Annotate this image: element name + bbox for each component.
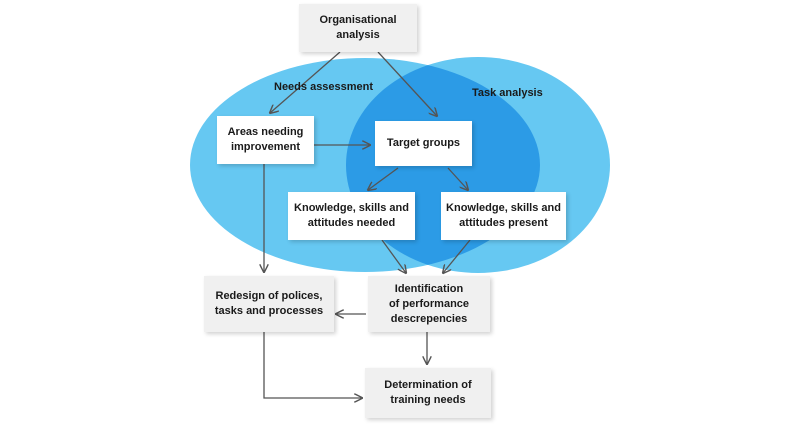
redesign-box: Redesign of polices, tasks and processes [204,276,334,332]
ksa-needed-box: Knowledge, skills and attitudes needed [288,192,415,240]
arrow-org-to-areas [270,51,341,113]
target-groups-box: Target groups [375,121,472,166]
arrow-target-to-ksa-present [447,167,468,190]
organisational-analysis-box: Organisational analysis [299,4,417,52]
task-analysis-label: Task analysis [472,87,543,99]
arrow-redesign-to-determination [263,332,362,398]
arrow-ksa-present-to-identification [443,239,471,273]
areas-needing-improvement-box: Areas needing improvement [217,116,314,164]
needs-assessment-label: Needs assessment [274,81,374,93]
determination-box: Determination of training needs [365,368,491,418]
identification-box: Identification of performance descrepenc… [368,276,490,332]
ksa-present-box: Knowledge, skills and attitudes present [441,192,566,240]
arrow-ksa-needed-to-identification [381,239,406,273]
arrow-target-to-ksa-needed [368,167,399,190]
arrow-org-to-target [377,51,437,116]
